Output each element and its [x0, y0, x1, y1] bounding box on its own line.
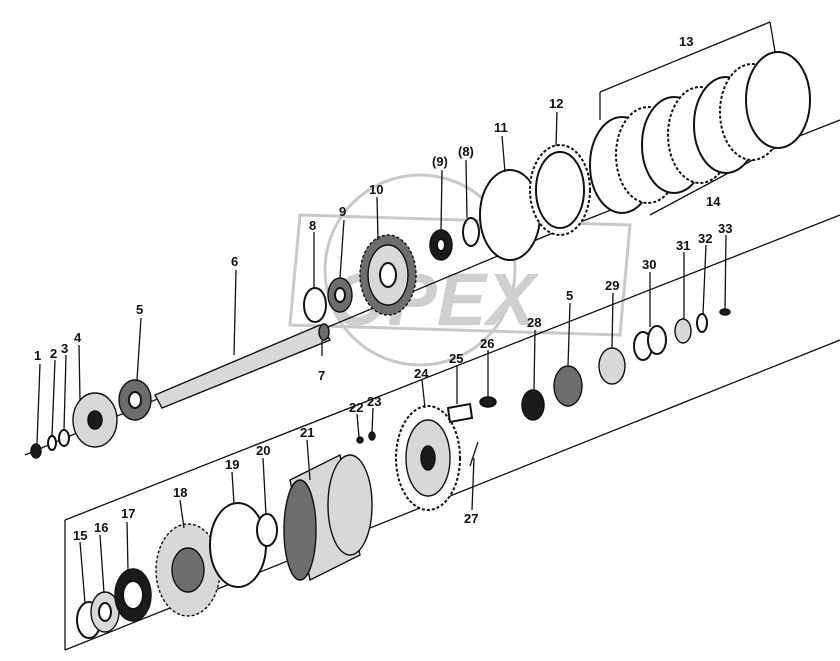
part-22-23-screws: [356, 431, 376, 444]
callouts: 1 2 3 4 5 6 7 8 9 10 (9) (8) 11 12 13 14…: [34, 34, 732, 543]
part-1-nut: [30, 443, 42, 459]
part-9b-bearing: [429, 229, 453, 261]
callout-22: 22: [349, 400, 363, 415]
callout-21: 21: [300, 425, 314, 440]
part-3-washer: [58, 429, 70, 447]
callout-15: 15: [73, 528, 87, 543]
callout-5b: 5: [566, 288, 573, 303]
part-32-plate: [696, 313, 708, 333]
part-19-seal-ring: [209, 502, 267, 588]
part-8b-snap-ring: [462, 217, 480, 247]
callout-29: 29: [605, 278, 619, 293]
callout-8: 8: [309, 218, 316, 233]
part-17-spring: [114, 568, 152, 622]
callout-28: 28: [527, 315, 541, 330]
part-29-sleeve: [598, 347, 626, 385]
callout-9: 9: [339, 204, 346, 219]
callout-11: 11: [494, 120, 508, 135]
callout-19: 19: [225, 457, 239, 472]
callout-12: 12: [549, 96, 563, 111]
callout-33: 33: [718, 221, 732, 236]
part-30-seal-rings: [633, 325, 667, 361]
part-4-flange: [72, 392, 118, 448]
callout-18: 18: [173, 485, 187, 500]
part-26-bolt: [479, 396, 497, 408]
callout-32: 32: [698, 231, 712, 246]
part-21-drum: [283, 453, 373, 582]
part-13-14-clutch-discs: [589, 51, 811, 214]
callout-27: 27: [464, 511, 478, 526]
callout-6: 6: [231, 254, 238, 269]
callout-2: 2: [50, 346, 57, 361]
part-27-pin: [469, 441, 479, 467]
callout-31: 31: [676, 238, 690, 253]
part-20-seal-ring: [256, 513, 278, 547]
callout-17: 17: [121, 506, 135, 521]
callout-1: 1: [34, 348, 41, 363]
callout-10: 10: [369, 182, 383, 197]
part-5-bearing: [118, 379, 152, 421]
part-2-washer: [47, 435, 57, 451]
part-28-nut: [521, 389, 545, 421]
callout-24: 24: [414, 366, 429, 381]
callout-30: 30: [642, 257, 656, 272]
part-10-gear: [359, 234, 417, 316]
callout-9b: (9): [432, 154, 448, 169]
callout-16: 16: [94, 520, 108, 535]
callout-7: 7: [318, 368, 325, 383]
part-6-shaft: [154, 323, 332, 409]
callout-13: 13: [679, 34, 693, 49]
callout-23: 23: [367, 394, 381, 409]
part-5b-bearing: [553, 365, 583, 407]
part-31-washer: [674, 318, 692, 344]
part-24-gear: [395, 405, 461, 511]
part-25-plate: [446, 402, 474, 424]
part-12-plate: [529, 144, 591, 236]
leader-lines: [36, 111, 727, 604]
part-18-gear: [155, 523, 221, 617]
callout-20: 20: [256, 443, 270, 458]
callout-5: 5: [136, 302, 143, 317]
part-9-bearing: [327, 277, 353, 313]
part-33-screw: [719, 308, 731, 316]
callout-8b: (8): [458, 144, 474, 159]
callout-26: 26: [480, 336, 494, 351]
callout-14: 14: [706, 194, 721, 209]
callout-4: 4: [74, 330, 82, 345]
callout-25: 25: [449, 351, 463, 366]
callout-3: 3: [61, 341, 68, 356]
part-8-snap-ring: [303, 287, 327, 323]
